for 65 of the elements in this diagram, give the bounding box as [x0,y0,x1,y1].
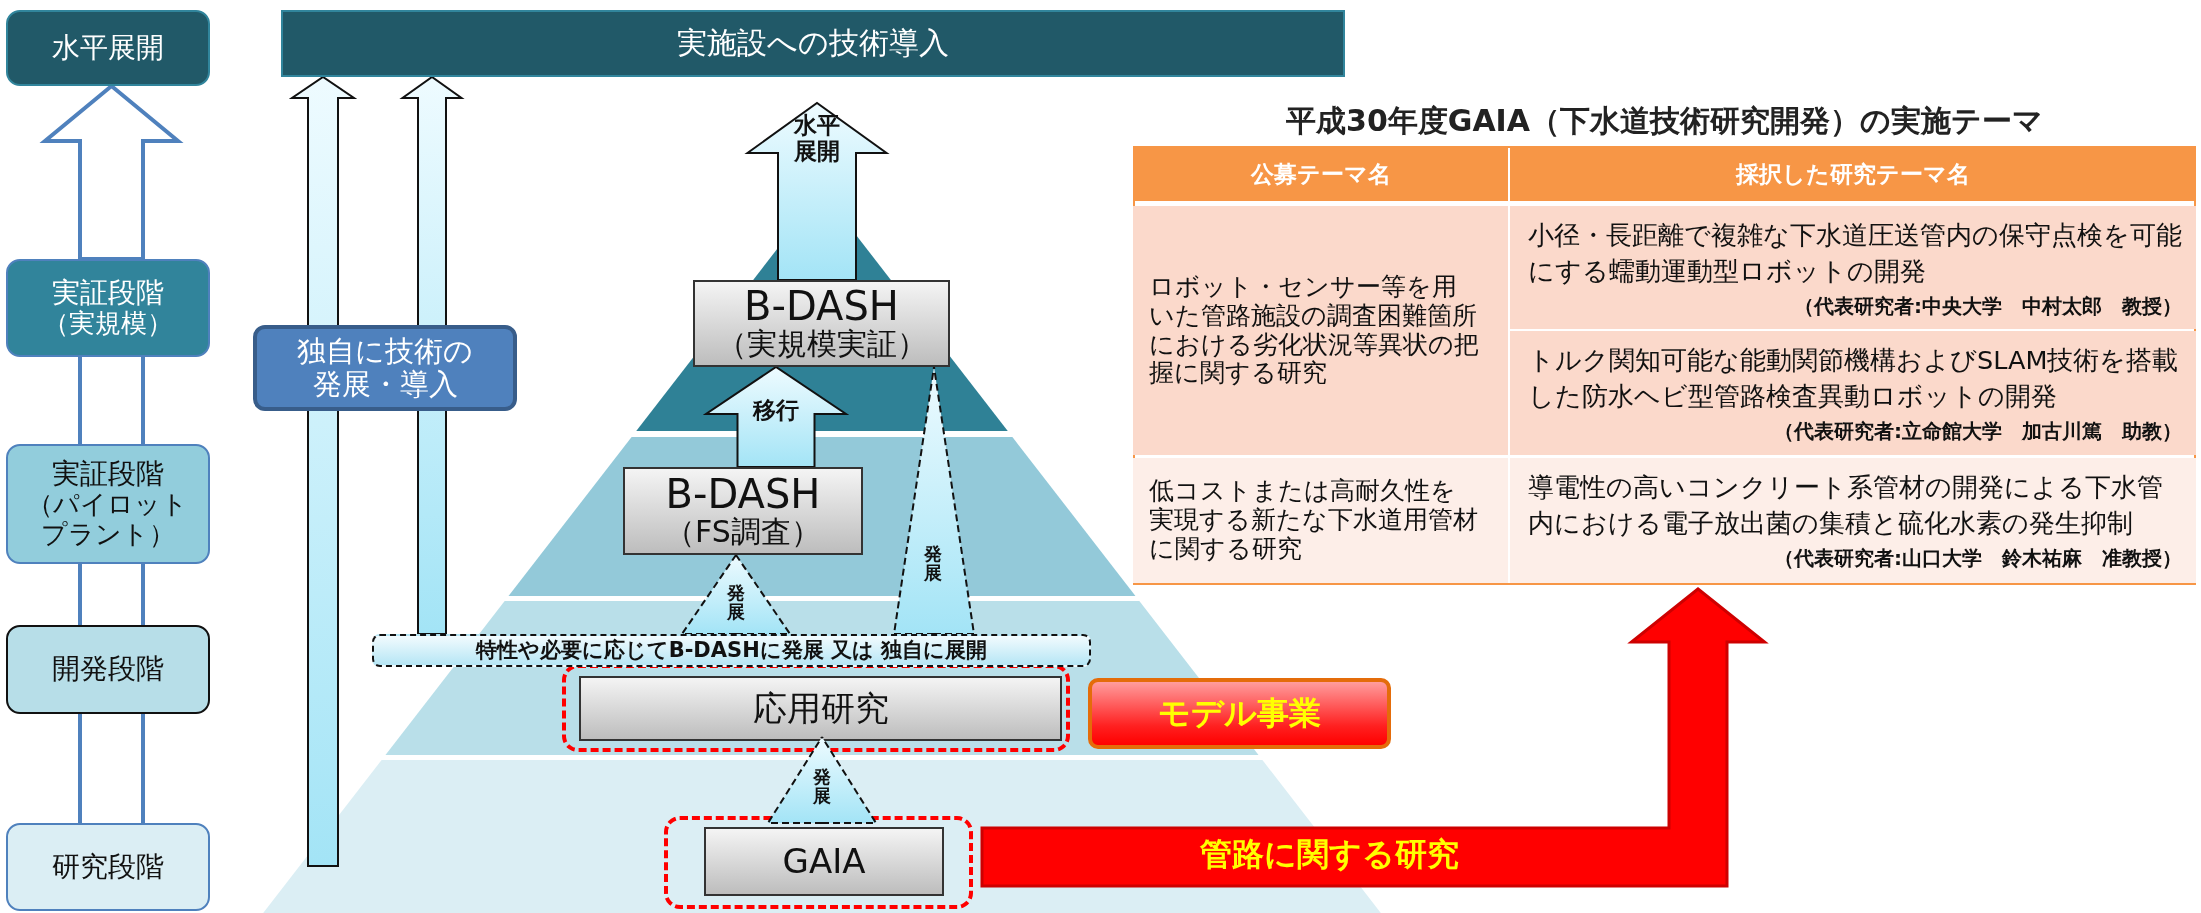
highlight-frame [664,816,973,909]
stage-box [6,823,210,911]
edge-label: 発展 [727,584,745,622]
table-cell [1510,331,2196,455]
edge-label: 管路に関する研究 [1200,836,1459,873]
stage-label: 実証段階 [52,458,164,491]
tag-text: モデル事業 [1158,695,1321,732]
banner-title: 実施設への技術導入 [677,26,949,61]
callout-text: 独自に技術の発展・導入 [296,334,474,402]
header-text: 採択した研究テーマ名 [1736,161,1970,188]
triangle-arrow [892,366,976,635]
stage-box [6,625,210,714]
table-cell [1133,206,1508,455]
stage-box [6,259,210,357]
program-sublabel: （FS調査） [665,514,821,550]
table-cell [1510,458,2196,583]
block-arrow [288,75,358,867]
note-text: 特性や必要に応じてB-DASHに発展 又は 独自に展開 [475,638,988,663]
tag-box [1088,678,1391,749]
hollow-arrow-shaft [78,355,145,446]
stage-sublabel: （パイロットプラント） [26,490,190,550]
program-name: B-DASH [744,285,899,328]
triangle-arrow [766,736,878,824]
program-box [704,827,944,896]
edge-label: 発展 [813,768,831,806]
elbow-arrow [980,587,1769,888]
researcher-text: （代表研究者:山口大学 鈴木祐麻 准教授） [1773,547,2182,571]
researcher-text: （代表研究者:中央大学 中村太郎 教授） [1793,295,2182,319]
header-cell [1510,148,2196,201]
theme-text: 小径・長距離で複雑な下水道圧送管内の保守点検を可能にする蠕動運動型ロボットの開発 [1528,219,2182,288]
stage-sublabel: （実規模） [42,309,174,340]
program-box [693,280,950,367]
block-arrow [702,365,850,468]
hollow-arrow [39,83,184,261]
program-name: GAIA [782,841,866,882]
program-name: B-DASH [665,472,821,515]
header-text: 公募テーマ名 [1250,161,1391,188]
banner [281,10,1345,77]
callout-box [253,325,517,411]
stage-label: 水平展開 [52,31,164,65]
block-arrow [399,75,465,635]
stage-label: 開発段階 [52,653,164,686]
header-cell [1133,148,1508,201]
stage-box [6,444,210,564]
highlight-frame [562,664,1070,752]
cell-text: ロボット・センサー等を用いた管路施設の調査困難箇所における劣化状況等異状の把握に関する研究 [1149,273,1480,388]
table-cell [1510,206,2196,329]
theme-text: 導電性の高いコンクリート系管材の開発による下水管内における電子放出菌の集積と硫化水素の発生抑制 [1528,471,2164,540]
block-arrow [744,101,890,281]
hollow-arrow-shaft [78,562,145,627]
cell-text: 低コストまたは高耐久性を実現する新たな下水道用管材に関する研究 [1149,477,1479,564]
stage-label: 研究段階 [52,850,164,884]
researcher-text: （代表研究者:立命館大学 加古川篤 助教） [1773,420,2182,444]
edge-label: 水平展開 [794,112,840,165]
table-cell [1133,458,1508,583]
edge-label: 発展 [924,545,942,583]
program-sublabel: （実規模実証） [716,327,927,362]
program-name: 応用研究 [752,688,889,729]
hollow-arrow-shaft [78,712,145,825]
table-title: 平成30年度GAIA（下水道技術研究開発）の実施テーマ [1286,104,2043,139]
triangle-arrow [680,554,792,635]
stage-box [6,10,210,86]
theme-text: トルク関知可能な能動関節機構およびSLAM技術を搭載した防水ヘビ型管路検査異動ロボットの開発 [1528,344,2180,413]
stage-label: 実証段階 [52,276,164,310]
edge-label: 移行 [752,397,800,424]
